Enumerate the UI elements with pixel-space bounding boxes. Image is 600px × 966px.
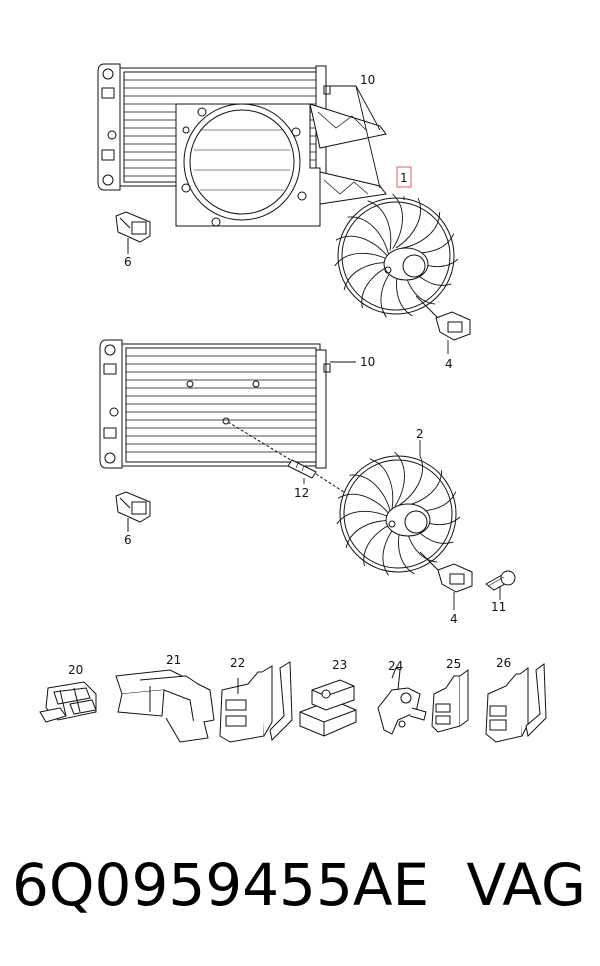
callout-11: 11: [491, 600, 506, 614]
fan-top: [333, 192, 460, 319]
callout-23: 23: [332, 658, 347, 672]
leader-lines-middle: [127, 361, 501, 610]
callout-25: 25: [446, 657, 461, 671]
leader-lines-top: [127, 85, 449, 354]
fan-middle: [335, 450, 462, 577]
clip-25: [431, 669, 469, 733]
clip-20: [39, 681, 97, 723]
callout-1: 1: [400, 171, 408, 185]
callout-6-top: 6: [124, 255, 132, 269]
callout-10-middle: 10: [360, 355, 375, 369]
callout-4-middle: 4: [450, 612, 458, 626]
callout-12: 12: [294, 486, 309, 500]
small-parts-row: [39, 661, 547, 743]
callout-6-middle: 6: [124, 533, 132, 547]
callout-26: 26: [496, 656, 511, 670]
footer: 6Q0959455AE VAG: [0, 835, 600, 945]
bracket-24: [377, 667, 427, 735]
radiator-middle: [99, 339, 331, 469]
stud-bolt: [227, 421, 351, 497]
temperature-switch-middle: [115, 491, 151, 530]
callout-21: 21: [166, 653, 181, 667]
temperature-switch-top: [115, 211, 151, 252]
callout-20: 20: [68, 663, 83, 677]
connector-top: [415, 295, 471, 341]
callout-2: 2: [416, 427, 424, 441]
callout-10-top: 10: [360, 73, 375, 87]
top-assembly: [97, 63, 471, 341]
bracket-21: [115, 669, 215, 743]
callout-4-top: 4: [445, 357, 453, 371]
connector-middle: [419, 551, 473, 593]
callout-labels: 10 1 6 4 10 2 12 6 11 4 20 21 22 23 24 2…: [68, 73, 511, 677]
clip-22: [219, 661, 293, 743]
callout-22: 22: [230, 656, 245, 670]
block-23: [299, 679, 357, 737]
callout-1-highlight: [396, 166, 412, 188]
middle-assembly: [99, 339, 516, 593]
clip-26: [485, 663, 547, 743]
fan-shroud: [175, 103, 387, 227]
brand-label: VAG: [466, 851, 586, 919]
part-number: 6Q0959455AE: [12, 851, 430, 919]
bolt: [485, 570, 516, 591]
parts-diagram: 10 1 6 4 10 2 12 6 11 4 20 21 22 23 24 2…: [39, 63, 547, 743]
callout-24: 24: [388, 659, 403, 673]
